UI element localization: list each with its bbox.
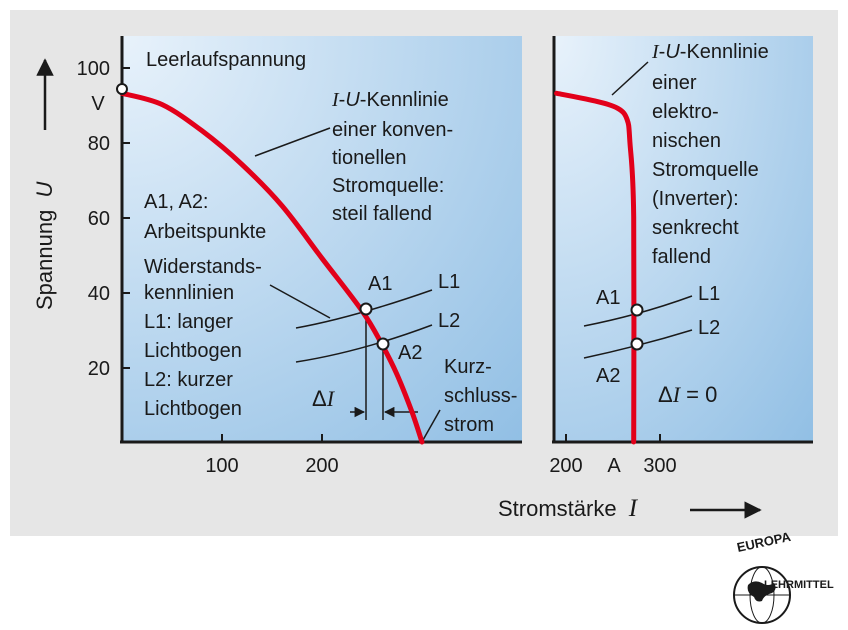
conv-kennlinie-line-2: tionellen [332,147,407,169]
conv-kennlinie-line-1: einer konven- [332,119,453,141]
conv-kennlinie-title: I-U-Kennlinie [331,89,449,111]
elec-kennlinie-line-2: elektro- [652,101,719,123]
load-line-l1-left [295,289,433,329]
y-tick-labels: 100 80 60 40 20 [77,58,110,380]
y-tick-label-100: 100 [77,58,110,80]
kurzschluss-line-3: strom [444,414,494,436]
y-axis-title: Spannung U [32,182,57,310]
widerstand-line-2: kennlinien [144,282,234,304]
x-tick-label-200-right: 200 [549,455,582,477]
y-tick-marks [122,67,130,369]
series-line-conventional [119,90,425,445]
leerlauf-label: Leerlaufspannung [146,49,306,71]
elec-kennlinie-line-3: nischen [652,130,721,152]
x-tick-marks [221,434,661,442]
label-a1-right: A1 [596,287,620,309]
elec-kennlinie-line-7: fallend [652,246,711,268]
x-tick-label-200: 200 [305,455,338,477]
widerstand-line-3: L1: langer [144,311,233,333]
label-l1-left: L1 [438,271,460,293]
widerstand-line-1: Widerstands- [144,256,262,278]
conv-kennlinie-line-3: Stromquelle: [332,175,444,197]
logo-text-bottom: LEHRMITTEL [764,579,834,591]
kurzschluss-line-1: Kurz- [444,356,492,378]
elec-kennlinie-line-1: einer [652,72,697,94]
left-plot-area [122,36,522,442]
delta-zero-label: ΔI = 0 [658,382,717,407]
elec-kennlinie-line-5: (Inverter): [652,188,739,210]
elec-kennlinie-line-4: Stromquelle [652,159,759,181]
x-unit-label: A [607,455,621,477]
label-a1-left: A1 [368,273,392,295]
point-a2-right [630,337,644,351]
y-axis-title-text: Spannung [32,210,57,310]
x-axis-title-symbol: I [628,495,639,522]
y-axis-title-symbol: U [32,182,57,198]
europa-lehrmittel-logo: EUROPA LEHRMITTEL [733,529,834,624]
widerstand-line-5: L2: kurzer [144,369,233,391]
arbeitspunkte-line-2: Arbeitspunkte [144,221,266,243]
point-a1-right [630,303,644,317]
widerstand-line-6: Lichtbogen [144,398,242,420]
series-line-electronic [554,90,637,445]
x-axis-title-text: Stromstärke [498,496,617,521]
y-tick-label-20: 20 [88,358,110,380]
y-tick-label-40: 40 [88,283,110,305]
leader-conv-kennlinie [254,127,331,157]
y-unit-label: V [91,93,105,115]
x-axis-title: Stromstärke I [498,495,639,522]
label-l1-right: L1 [698,283,720,305]
y-tick-label-80: 80 [88,133,110,155]
kurzschluss-line-2: schluss- [444,385,517,407]
axes [120,36,813,444]
point-a1-left [359,302,373,316]
elec-kennlinie-line-6: senkrecht [652,217,739,239]
delta-i-label: ΔI [312,386,336,411]
arbeitspunkte-line-1: A1, A2: [144,191,209,213]
conv-kennlinie-line-4: steil fallend [332,203,432,225]
widerstand-line-4: Lichtbogen [144,340,242,362]
label-l2-right: L2 [698,317,720,339]
leerlauf-point [116,83,128,95]
label-a2-right: A2 [596,365,620,387]
load-line-l2-left [295,324,433,363]
leader-kurzschluss [422,409,441,441]
leader-elec-kennlinie [611,61,649,96]
x-tick-labels: 100 200 200 300 [205,455,676,477]
label-a2-left: A2 [398,342,422,364]
x-tick-label-300-right: 300 [643,455,676,477]
label-l2-left: L2 [438,310,460,332]
y-tick-label-60: 60 [88,208,110,230]
point-a2-left [376,337,390,351]
leader-widerstand [269,284,331,319]
svg-text:Spannung U: Spannung U [32,182,57,310]
elec-kennlinie-title: I-U-Kennlinie [651,41,769,63]
x-tick-label-100: 100 [205,455,238,477]
